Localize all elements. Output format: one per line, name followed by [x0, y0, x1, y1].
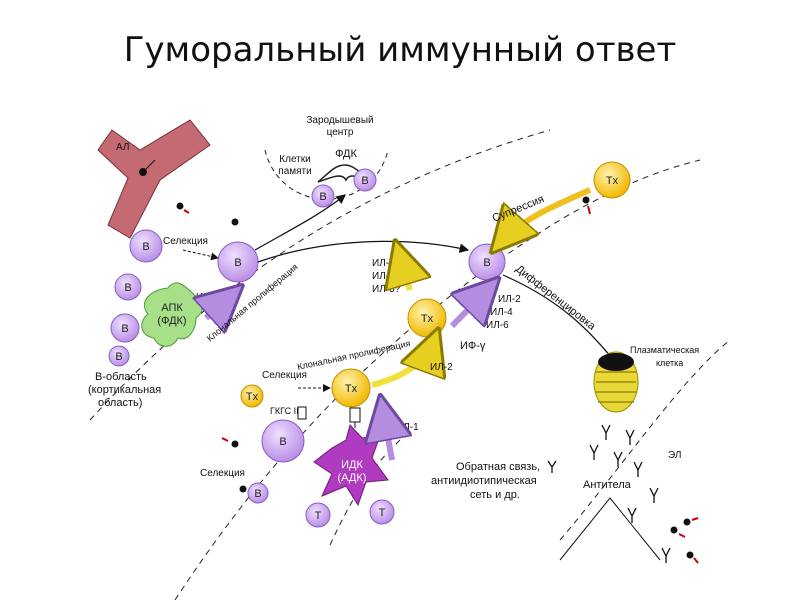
- differentiation-label: Дифференцировка: [513, 263, 598, 333]
- el-label: ЭЛ: [668, 450, 681, 461]
- svg-text:B: B: [279, 436, 286, 448]
- il1-low-label: ИЛ-1: [396, 422, 419, 433]
- memory-cells-label-2: памяти: [278, 166, 311, 177]
- plasma-cell: Плазматическая клетка: [593, 345, 699, 413]
- ifn-gamma-label: ИФ-γ: [460, 340, 486, 352]
- svg-text:область): область): [98, 397, 142, 409]
- al-label: АЛ: [116, 142, 129, 153]
- germinal-center-label-2: центр: [327, 127, 354, 138]
- antibody-glyphs: [547, 424, 671, 563]
- svg-text:ИЛ-2: ИЛ-2: [498, 294, 521, 305]
- selection-low-label: Селекция: [200, 468, 245, 479]
- svg-text:ИЛ-4: ИЛ-4: [490, 307, 513, 318]
- memory-b-cell-2: [353, 168, 377, 192]
- svg-text:ИЛ-2: ИЛ-2: [372, 258, 395, 269]
- svg-text:B: B: [115, 351, 122, 363]
- svg-text:T: T: [379, 507, 386, 519]
- svg-text:B: B: [124, 282, 131, 294]
- svg-text:B: B: [234, 257, 241, 269]
- svg-text:B: B: [319, 191, 326, 203]
- memory-b-cell: [311, 184, 335, 208]
- il1-left-label: ИЛ-1: [196, 292, 219, 303]
- svg-text:ИЛ-4: ИЛ-4: [372, 271, 395, 282]
- b-region-label: В-область: [95, 371, 147, 383]
- svg-text:антиидиотипическая: антиидиотипическая: [431, 475, 537, 487]
- fdc-label: ФДК: [335, 148, 357, 160]
- feedback-label: Обратная связь,: [456, 461, 540, 473]
- diagram-title: Гуморальный иммунный ответ: [123, 30, 677, 70]
- memory-cells-label: Клетки: [279, 154, 310, 165]
- mhc2-label: ГКГС II: [270, 406, 299, 416]
- svg-text:(АДК): (АДК): [338, 472, 367, 484]
- germinal-center: Зародышевый центр ФДК Клетки памяти B B: [264, 115, 389, 208]
- antibodies-label: Антитела: [583, 479, 632, 491]
- svg-text:клетка: клетка: [656, 358, 683, 368]
- svg-text:ИЛ-6: ИЛ-6: [486, 320, 509, 331]
- svg-text:B: B: [361, 175, 368, 187]
- il2-mid-label: ИЛ-2: [430, 362, 453, 373]
- b-cell-label: B: [142, 241, 149, 253]
- svg-text:B: B: [121, 323, 128, 335]
- apc-label: АПК: [161, 302, 183, 314]
- svg-text:Tх: Tх: [246, 391, 259, 403]
- feedback-area: Обратная связь, антиидиотипическая сеть …: [431, 424, 681, 563]
- selection-mid-label: Селекция: [262, 370, 307, 381]
- svg-text:B: B: [483, 257, 490, 269]
- central-b-cell: B Супрессия Tх Дифференцировка ИЛ-2 ИЛ-4…: [372, 161, 631, 369]
- selection-top-label: Селекция: [163, 236, 208, 247]
- paracortex-area: Клональная пролиферация Селекция Tх ИЛ-2…: [200, 338, 453, 528]
- clonal-prolif-mid-label: Клональная пролиферация: [296, 338, 411, 372]
- svg-text:B: B: [254, 488, 261, 500]
- idc-label: ИДК: [341, 459, 363, 471]
- germinal-center-label: Зародышевый: [306, 115, 373, 126]
- b-area: B B B B АПК (ФДК) ИЛ-1 В-область (кортик…: [88, 229, 235, 409]
- suppression-label: Супрессия: [491, 193, 546, 225]
- plasma-cell-label: Плазматическая: [630, 345, 699, 355]
- blood-vessel: АЛ: [97, 119, 211, 239]
- svg-text:T: T: [315, 510, 322, 522]
- svg-text:(кортикальная: (кортикальная: [88, 384, 161, 396]
- svg-text:Tх: Tх: [345, 383, 358, 395]
- svg-text:(ФДК): (ФДК): [157, 315, 186, 327]
- antigen-markers: [176, 196, 699, 564]
- svg-text:ИЛ-5?: ИЛ-5?: [372, 284, 401, 295]
- svg-text:Tх: Tх: [606, 175, 619, 187]
- svg-text:сеть и др.: сеть и др.: [470, 489, 520, 501]
- th-cell-label: Tх: [421, 313, 434, 325]
